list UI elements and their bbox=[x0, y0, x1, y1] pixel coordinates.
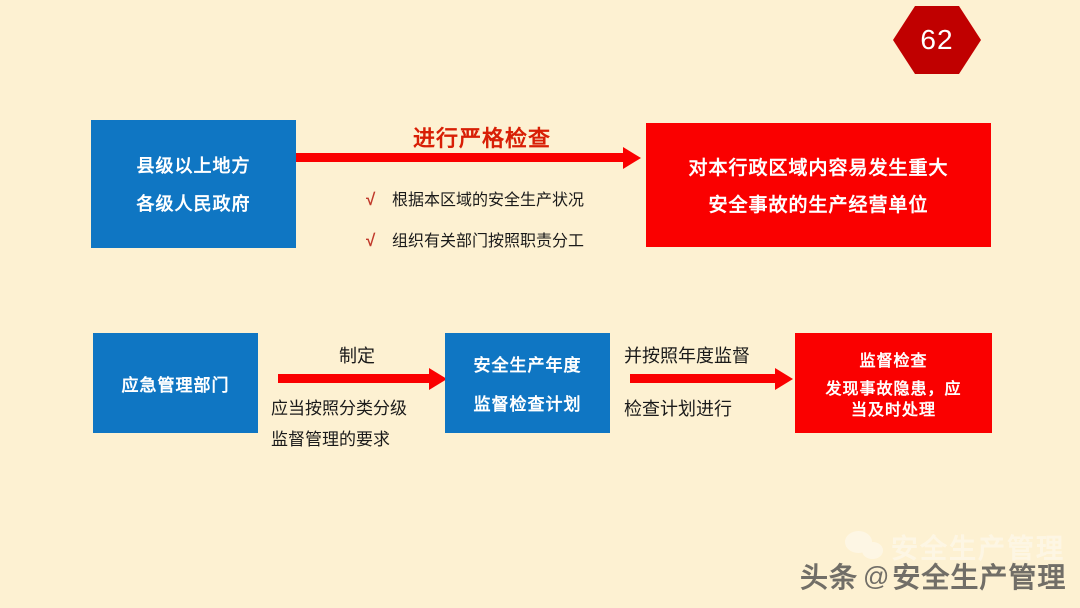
page-number-label: 62 bbox=[920, 24, 954, 55]
enterprise-box-line1: 对本行政区域内容易发生重大 bbox=[688, 158, 949, 179]
annual-supervision-label-above: 并按照年度监督 bbox=[624, 346, 750, 366]
classification-caption-line1: 应当按照分类分级 bbox=[271, 399, 407, 418]
government-box-line2: 各级人民政府 bbox=[136, 194, 251, 214]
bullet-text: 根据本区域的安全生产状况 bbox=[392, 192, 585, 209]
supervision-result-box: 监督检查 发现事故隐患，应 当及时处理 bbox=[795, 333, 992, 433]
faint-watermark: 安全生产管理 bbox=[845, 527, 1065, 566]
government-box-line1: 县级以上地方 bbox=[136, 156, 251, 176]
arrow-plan-to-supervision bbox=[630, 374, 776, 383]
arrow-department-to-plan bbox=[278, 374, 430, 383]
emergency-department-box: 应急管理部门 bbox=[93, 333, 258, 433]
wechat-icon bbox=[845, 530, 885, 563]
bullet-text: 组织有关部门按照职责分工 bbox=[392, 233, 585, 250]
toutiao-watermark: 头条 @ 安全生产管理 bbox=[800, 556, 1066, 596]
annual-supervision-label-below: 检查计划进行 bbox=[624, 399, 732, 419]
annual-plan-box: 安全生产年度 监督检查计划 bbox=[445, 333, 610, 433]
supervision-result-body: 发现事故隐患，应 当及时处理 bbox=[815, 379, 971, 421]
watermark-platform-label: 头条 bbox=[800, 562, 859, 593]
inspection-bullet-list: √ 根据本区域的安全生产状况 √ 组织有关部门按照职责分工 bbox=[366, 186, 626, 268]
supervision-result-line1: 发现事故隐患，应 bbox=[825, 381, 962, 398]
annual-plan-line1: 安全生产年度 bbox=[473, 356, 582, 375]
enterprise-target-box: 对本行政区域内容易发生重大 安全事故的生产经营单位 bbox=[646, 123, 991, 247]
wechat-bubble-large bbox=[845, 530, 872, 553]
page-number-hexagon: 62 bbox=[893, 6, 981, 74]
classification-requirement-caption: 应当按照分类分级 监督管理的要求 bbox=[271, 393, 407, 456]
checkmark-icon: √ bbox=[366, 190, 376, 209]
list-item: √ 根据本区域的安全生产状况 bbox=[366, 186, 626, 210]
watermark-at-symbol: @ bbox=[863, 560, 890, 591]
faint-watermark-text: 安全生产管理 bbox=[891, 534, 1065, 564]
emergency-department-label: 应急管理部门 bbox=[121, 375, 230, 395]
supervision-result-title: 监督检查 bbox=[859, 353, 928, 370]
enterprise-box-line2: 安全事故的生产经营单位 bbox=[708, 195, 929, 216]
government-box: 县级以上地方 各级人民政府 bbox=[91, 120, 296, 248]
checkmark-icon: √ bbox=[366, 231, 376, 250]
watermark-account-name: 安全生产管理 bbox=[892, 562, 1067, 593]
strict-inspection-label: 进行严格检查 bbox=[413, 126, 552, 151]
list-item: √ 组织有关部门按照职责分工 bbox=[366, 227, 626, 251]
supervision-result-line2: 当及时处理 bbox=[850, 402, 936, 420]
classification-caption-line2: 监督管理的要求 bbox=[271, 430, 390, 450]
annual-plan-line2: 监督检查计划 bbox=[473, 395, 582, 414]
arrow-government-to-enterprise bbox=[296, 153, 624, 162]
formulate-label: 制定 bbox=[339, 346, 375, 366]
wechat-bubble-small bbox=[862, 541, 883, 559]
hexagon-shape: 62 bbox=[893, 6, 981, 74]
